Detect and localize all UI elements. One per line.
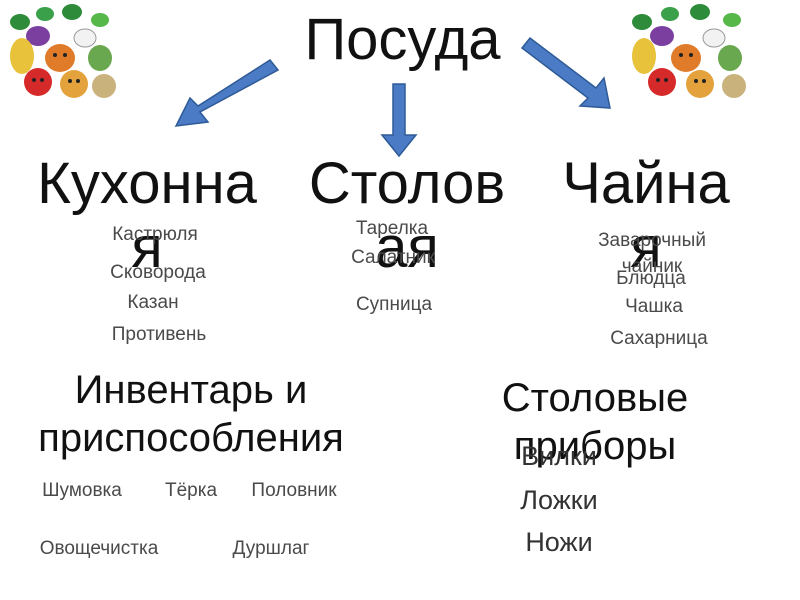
cutlery-item: Вилки — [494, 440, 624, 473]
cutlery-item: Ножи — [494, 526, 624, 559]
tools-item: Тёрка — [158, 478, 224, 504]
dining-item: Супница — [344, 292, 444, 318]
vegetables-right-image — [622, 0, 760, 108]
page-title: Посуда — [300, 8, 505, 72]
tea-item: Чашка — [616, 294, 692, 320]
vegetables-left-icon — [0, 0, 128, 108]
kitchen-item: Кастрюля — [100, 222, 210, 248]
dining-item: Тарелка — [344, 216, 440, 242]
tea-item: Сахарница — [590, 326, 728, 352]
kitchen-item: Казан — [118, 290, 188, 316]
vegetables-left-image — [0, 0, 128, 108]
tools-item: Овощечистка — [30, 536, 168, 562]
tools-item: Дуршлаг — [216, 536, 326, 562]
tools-item: Половник — [238, 478, 350, 504]
tools-heading: Инвентарь и приспособления — [6, 366, 376, 462]
kitchen-item: Противень — [96, 322, 222, 348]
tools-item: Шумовка — [28, 478, 136, 504]
dining-item: Салатник — [336, 245, 450, 271]
vegetables-right-icon — [622, 0, 760, 108]
kitchen-item: Сковорода — [96, 260, 220, 286]
tea-item: Блюдца — [606, 266, 696, 292]
cutlery-item: Ложки — [494, 484, 624, 517]
